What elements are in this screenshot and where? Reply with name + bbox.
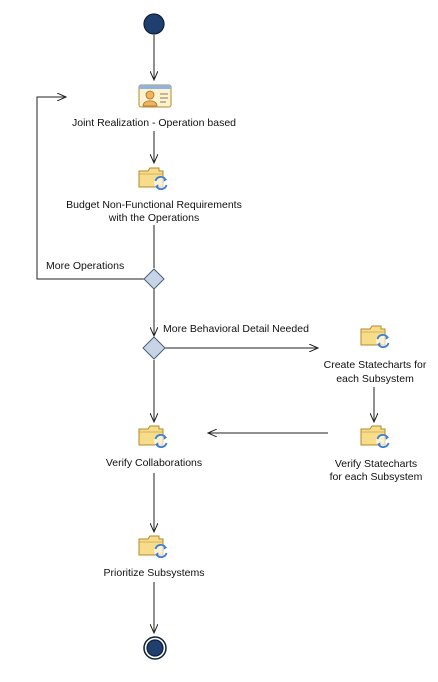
guard-more-operations: More Operations	[46, 260, 124, 272]
action-verify-statecharts[interactable]	[360, 425, 390, 448]
folder-refresh-icon	[360, 425, 390, 448]
label-verify-statecharts-line2: for each Subsystem	[330, 471, 423, 483]
edges	[36, 35, 374, 633]
action-joint-realization[interactable]	[138, 84, 172, 108]
label-budget-nfr-line2: with the Operations	[108, 212, 199, 224]
label-verify-collaborations: Verify Collaborations	[106, 457, 202, 469]
label-create-statecharts-line1: Create Statecharts for	[324, 359, 427, 371]
guard-more-behavioral-detail: More Behavioral Detail Needed	[163, 323, 309, 335]
label-joint-realization: Joint Realization - Operation based	[72, 117, 236, 129]
edge-loop-more-operations	[36, 97, 144, 280]
action-create-statecharts[interactable]	[360, 325, 390, 348]
label-verify-statecharts-line1: Verify Statecharts	[335, 458, 417, 470]
action-verify-collaborations[interactable]	[138, 425, 168, 448]
folder-refresh-icon	[138, 167, 168, 190]
action-budget-nfr[interactable]	[138, 167, 168, 190]
folder-refresh-icon	[360, 325, 390, 348]
label-prioritize-subsystems: Prioritize Subsystems	[104, 567, 205, 579]
decision-node-behavioral-detail[interactable]	[142, 336, 166, 360]
label-budget-nfr-line1: Budget Non-Functional Requirements	[66, 199, 242, 211]
folder-refresh-icon	[138, 425, 168, 448]
label-create-statecharts-line2: each Subsystem	[336, 373, 414, 385]
folder-refresh-icon	[138, 535, 168, 558]
start-node[interactable]	[143, 13, 165, 35]
end-node[interactable]	[143, 636, 167, 660]
action-prioritize-subsystems[interactable]	[138, 535, 168, 558]
card-person-icon	[138, 84, 172, 108]
decision-node-more-operations[interactable]	[143, 268, 165, 290]
